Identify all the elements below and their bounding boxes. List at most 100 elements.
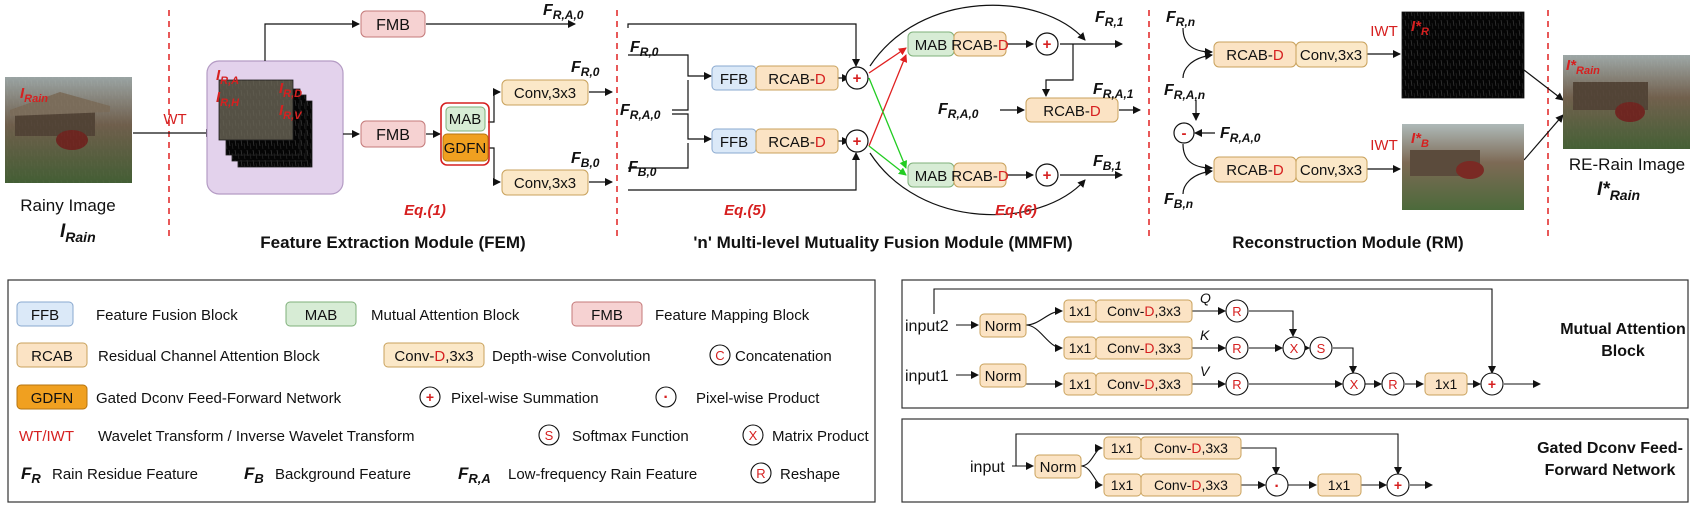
legend-ffb-desc: Feature Fusion Block [96, 307, 238, 324]
mab-k-1x1: 1x1 [1069, 340, 1092, 356]
subband-ird: IR,D [279, 80, 302, 100]
mab-matmul-v-label: X [1350, 377, 1359, 392]
rainy-input-image [5, 77, 132, 183]
rcab-top-label: RCAB-D [768, 71, 826, 88]
legend-soft-desc: Softmax Function [572, 428, 689, 445]
gdfn-norm-label: Norm [1040, 459, 1077, 476]
sum-node-bottom-label: + [853, 133, 862, 150]
mab-norm-top [979, 313, 1027, 338]
rm-conv-bottom-label: Conv,3x3 [1300, 162, 1362, 179]
mab-norm-bottom-label: Norm [985, 368, 1022, 385]
legend-fb-desc: Background Feature [275, 466, 411, 483]
subband-irh: IR,H [216, 89, 240, 109]
rm-in-frn: FR,n [1166, 9, 1195, 29]
legend-panel [7, 279, 876, 503]
fem-connectors [264, 20, 613, 186]
fem-out-fr0: FR,0 [571, 59, 600, 79]
fem-conv-bottom [501, 169, 589, 196]
legend-sum-desc: Pixel-wise Summation [451, 390, 599, 407]
mmfm-title: 'n' Multi-level Mutuality Fusion Module … [693, 233, 1072, 252]
gdfn-detail-connectors [1012, 433, 1433, 489]
fem-gdfn-block [442, 133, 489, 162]
mab-reshape-out [1381, 372, 1405, 396]
mmfm-connectors [627, 4, 1141, 216]
subband-irv: IR,V [279, 102, 303, 122]
legend-rcab-desc: Residual Channel Attention Block [98, 348, 320, 365]
mab-q-branch [1063, 299, 1193, 323]
fem-conv-bottom-label: Conv,3x3 [514, 175, 576, 192]
mmfm-out-fra1: FR,A,1 [1093, 81, 1134, 101]
mmfm-rcab-bottom-label: RCAB-D [951, 168, 1009, 185]
rainy-image-caption: Rainy Image [20, 196, 115, 215]
fem-out-fb0: FB,0 [571, 150, 600, 170]
fem-conv-top [501, 79, 589, 106]
legend-mab-swatch [285, 301, 357, 327]
ffb-bottom-label: FFB [720, 134, 748, 151]
mmfm-mab-top-label: MAB [915, 37, 948, 54]
mab-q-label: Q [1200, 290, 1211, 306]
gdfn-input-label: input [970, 459, 1005, 476]
mab-matmul-qk [1282, 336, 1306, 360]
rm-conv-top [1295, 41, 1368, 68]
irain-star-overlay: I*Rain [1566, 57, 1600, 77]
legend-fb: FB [244, 464, 264, 486]
mmfm-in-fr0: FR,0 [630, 39, 659, 59]
legend-prod-sym: · [663, 389, 668, 406]
fmb-block-mid [360, 120, 426, 148]
mmfm-rcab-bottom [953, 162, 1007, 188]
mab-reshape-v [1225, 372, 1249, 396]
mmfm-in-fra0: FR,A,0 [620, 102, 661, 122]
legend-soft-sym: S [545, 428, 554, 443]
wavelet-subband-stack [218, 79, 313, 168]
gdfn-upper-branch [1103, 436, 1242, 460]
legend-concat-symbol [709, 344, 731, 366]
fem-mab-block [445, 106, 486, 132]
fem-out-fra0: FR,A,0 [543, 2, 584, 22]
legend-conv: Conv-D,3x3 [394, 348, 473, 365]
mab-reshape-k [1225, 336, 1249, 360]
mab-k-label: K [1200, 327, 1210, 343]
mmfm-rcab-mid-label: RCAB-D [1043, 103, 1101, 120]
legend-rcab-swatch [16, 342, 88, 368]
gdfn-detail-panel [901, 418, 1689, 503]
mab-norm-bottom [979, 363, 1027, 388]
mab-softmax-label: S [1317, 341, 1326, 356]
legend-fra-desc: Low-frequency Rain Feature [508, 466, 697, 483]
legend-softmax-symbol [538, 424, 560, 446]
sum-node-fr1-label: + [1043, 36, 1052, 53]
rm-in-fra0: FR,A,0 [1220, 125, 1261, 145]
rain-residue-output-image [1401, 11, 1525, 99]
mab-proj-1x1-label: 1x1 [1435, 376, 1458, 392]
mab-detail-connectors [933, 288, 1541, 388]
legend-prod-desc: Pixel-wise Product [696, 390, 820, 407]
mmfm-green-links [868, 77, 908, 176]
iwt-bottom-label: IWT [1370, 137, 1398, 154]
rm-rcab-top-label: RCAB-D [1226, 47, 1284, 64]
gdfn-proj-1x1 [1317, 473, 1362, 497]
gdfn-detail-title-2: Forward Network [1545, 462, 1676, 479]
mab-v-1x1: 1x1 [1069, 376, 1092, 392]
mab-q-conv: Conv-D,3x3 [1107, 303, 1181, 319]
rm-in-fbn: FB,n [1164, 191, 1193, 211]
mab-detail-title-2: Block [1601, 343, 1645, 360]
mab-k-branch [1063, 336, 1193, 360]
mmfm-in-fra0-mid: FR,A,0 [938, 101, 979, 121]
mab-softmax [1309, 336, 1333, 360]
mab-reshape-k-label: R [1232, 341, 1241, 356]
mab-proj-1x1 [1424, 372, 1468, 396]
legend-gdfn-desc: Gated Dconv Feed-Forward Network [96, 390, 342, 407]
legend-wt-desc: Wavelet Transform / Inverse Wavelet Tran… [98, 428, 414, 445]
legend-conv-desc: Depth-wise Convolution [492, 348, 650, 365]
gdfn-pixel-product [1265, 473, 1289, 497]
gdfn-residual-sum-label: + [1394, 477, 1402, 493]
legend-reshape-sym: R [756, 466, 765, 481]
legend-wt: WT/IWT [19, 428, 74, 445]
eq5-label: Eq.(5) [724, 202, 766, 219]
mab-reshape-out-label: R [1388, 377, 1397, 392]
mab-v-branch [1063, 372, 1193, 396]
legend-fr: FR [21, 464, 41, 486]
mab-k-conv: Conv-D,3x3 [1107, 340, 1181, 356]
mab-gdfn-group [440, 102, 490, 166]
sum-node-fb1 [1035, 163, 1059, 187]
gdfn-pixel-product-label: · [1274, 478, 1279, 495]
